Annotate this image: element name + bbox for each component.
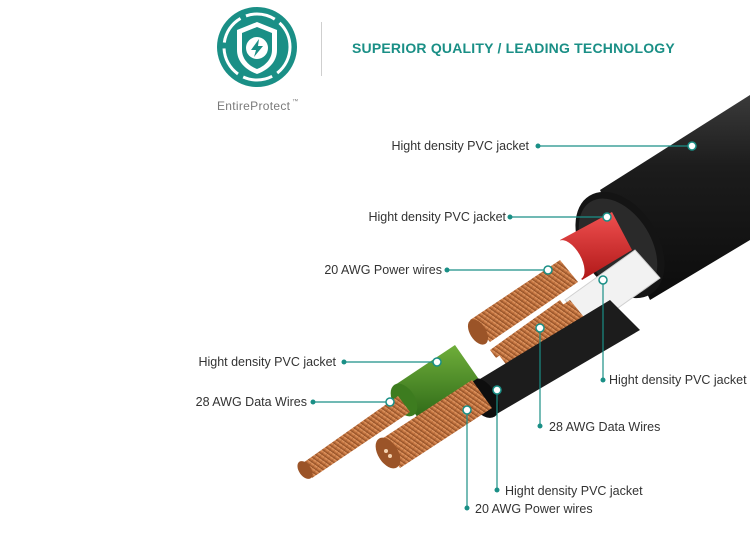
red-wire: [467, 212, 632, 345]
callout-black-power-wire: 20 AWG Power wires: [475, 502, 593, 516]
callout-green-jacket: Hight density PVC jacket: [198, 355, 336, 369]
leader-dots: [310, 143, 606, 511]
callout-red-jacket: Hight density PVC jacket: [368, 210, 506, 224]
trademark-mark: ™: [292, 99, 299, 105]
header-divider: [321, 22, 322, 76]
entireprotect-badge: [217, 7, 297, 87]
green-wire: [297, 345, 478, 479]
leader-lines: [313, 145, 692, 508]
callout-red-power-wire: 20 AWG Power wires: [324, 263, 442, 277]
anchor-dots: [385, 141, 697, 415]
callout-white-data-wire: 28 AWG Data Wires: [549, 420, 661, 434]
callout-outer-jacket: Hight density PVC jacket: [391, 139, 529, 153]
callout-green-data-wire: 28 AWG Data Wires: [195, 395, 307, 409]
data-strands: [490, 300, 566, 358]
headline: SUPERIOR QUALITY / LEADING TECHNOLOGY: [352, 40, 675, 56]
black-power-wire: [375, 380, 492, 469]
callout-black-jacket: Hight density PVC jacket: [505, 484, 643, 498]
lightning-shield-icon: [251, 39, 263, 57]
callout-white-jacket: Hight density PVC jacket: [609, 373, 747, 387]
